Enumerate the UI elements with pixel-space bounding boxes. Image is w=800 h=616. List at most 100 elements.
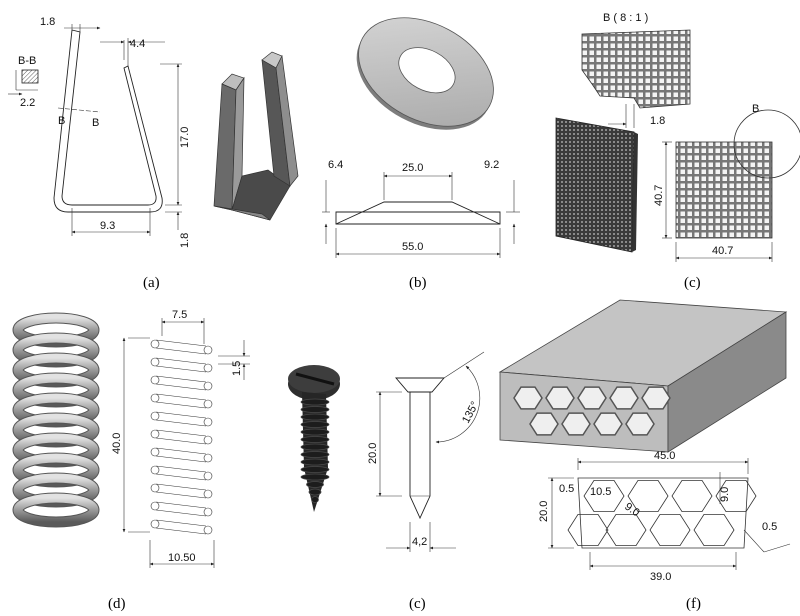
- screw-thread: [300, 413, 330, 421]
- screw-thread: [306, 481, 324, 488]
- panel-f-honeycomb-3d: [498, 299, 788, 453]
- honeycomb-cell: [529, 412, 559, 436]
- spring-wire-end: [203, 417, 213, 427]
- honeycomb-cell-outline: [671, 479, 713, 513]
- spring-wire-end: [150, 429, 160, 439]
- screw-thread: [308, 488, 322, 496]
- panel-c-front-view: [662, 109, 800, 262]
- spring-wire: [155, 519, 207, 527]
- honeycomb-cell-outline: [693, 514, 735, 546]
- panel-b-section: [322, 172, 520, 258]
- screw-thread: [300, 406, 330, 413]
- spring-wire: [155, 357, 207, 365]
- panel-f-honeycomb-drawing: [548, 458, 791, 570]
- e-dim-20-0: 20.0: [367, 443, 379, 464]
- a-dim-17-0: 17.0: [179, 127, 191, 148]
- screw-thread: [300, 398, 330, 406]
- spring-wire: [155, 501, 207, 509]
- panel-c-3d-mesh: [555, 117, 638, 253]
- f-dim-9-0-cell: 9.0: [719, 487, 731, 502]
- spring-wire: [155, 527, 207, 535]
- f-dim-0-5-left: 0.5: [559, 483, 574, 495]
- f-dim-0-5-right: 0.5: [762, 521, 777, 533]
- b-dim-6-4: 6.4: [328, 159, 343, 171]
- caption-c-top: (c): [684, 275, 701, 291]
- spring-wire-end: [203, 363, 213, 373]
- c-dim-40-7-h: 40.7: [653, 185, 665, 206]
- spring-wire-end: [203, 525, 213, 535]
- spring-wire: [155, 447, 207, 455]
- spring-wire-end: [203, 399, 213, 409]
- a-section-label: B-B: [18, 55, 36, 67]
- a-dim-1-8: 1.8: [40, 16, 55, 28]
- panel-e-screw-3d: [288, 365, 340, 512]
- honeycomb-cell: [513, 386, 543, 410]
- spring-wire: [155, 509, 207, 517]
- f-dim-39-0: 39.0: [650, 571, 671, 583]
- screw-thread: [311, 496, 319, 503]
- honeycomb-cell: [625, 412, 655, 436]
- d-dim-40-0: 40.0: [111, 433, 123, 454]
- screw-thread: [300, 421, 330, 428]
- panel-b-washer-3d: [356, 17, 494, 130]
- spring-wire-end: [150, 447, 160, 457]
- a-dim-2-2: 2.2: [20, 97, 35, 109]
- e-dim-135: 135°: [460, 400, 481, 426]
- f-dim-9-0-diag: 9.0: [622, 501, 641, 520]
- honeycomb-cell-outline: [583, 479, 625, 513]
- honeycomb-cell: [641, 386, 671, 410]
- a-dim-1-8-bottom: 1.8: [179, 233, 191, 248]
- honeycomb-cell-outline: [567, 514, 609, 546]
- screw-thread: [300, 451, 330, 458]
- honeycomb-cell-outline: [715, 479, 757, 513]
- honeycomb-cell: [561, 412, 591, 436]
- spring-wire-end: [150, 483, 160, 493]
- f-dim-10-5: 10.5: [590, 486, 611, 498]
- honeycomb-cell: [545, 386, 575, 410]
- spring-wire-end: [203, 345, 213, 355]
- spring-wire-end: [150, 465, 160, 475]
- spring-wire-end: [203, 381, 213, 391]
- spring-wire-end: [150, 375, 160, 385]
- spring-wire-end: [150, 501, 160, 511]
- panel-e-screw-drawing: [376, 351, 485, 552]
- honeycomb-cell-outline: [649, 514, 691, 546]
- d-dim-1-5: 1.5: [231, 361, 243, 376]
- caption-c-bottom: (c): [409, 596, 426, 612]
- spring-wire-end: [203, 507, 213, 517]
- d-dim-7-5: 7.5: [172, 309, 187, 321]
- spring-wire: [155, 393, 207, 401]
- spring-wire-end: [150, 393, 160, 403]
- spring-wire: [155, 473, 207, 481]
- d-dim-10-50: 10.50: [168, 552, 196, 564]
- honeycomb-cell-outline: [627, 479, 669, 513]
- spring-wire: [155, 419, 207, 427]
- b-dim-55-0: 55.0: [402, 241, 423, 253]
- spring-wire-end: [150, 411, 160, 421]
- spring-wire: [155, 437, 207, 445]
- spring-coil-shade: [13, 493, 99, 527]
- spring-wire: [155, 411, 207, 419]
- panel-d-spring-3d: [12, 312, 100, 528]
- a-dim-9-3: 9.3: [100, 220, 115, 232]
- spring-wire-end: [203, 489, 213, 499]
- panel-c-detail-view: [581, 29, 691, 128]
- c-dim-40-7-w: 40.7: [712, 245, 733, 257]
- honeycomb-cell: [593, 412, 623, 436]
- spring-wire: [155, 339, 207, 347]
- spring-wire-end: [203, 435, 213, 445]
- caption-b: (b): [409, 275, 427, 291]
- screw-thread: [300, 443, 330, 451]
- c-mark-b: B: [752, 103, 759, 115]
- spring-wire: [155, 429, 207, 437]
- spring-wire: [155, 491, 207, 499]
- c-dim-1-8: 1.8: [650, 115, 665, 127]
- spring-wire-end: [150, 519, 160, 529]
- c-detail-label: B ( 8 : 1 ): [603, 12, 648, 24]
- spring-wire-end: [150, 339, 160, 349]
- panel-a-drawing: [8, 24, 182, 236]
- caption-a: (a): [143, 275, 160, 291]
- caption-f: (f): [686, 596, 701, 612]
